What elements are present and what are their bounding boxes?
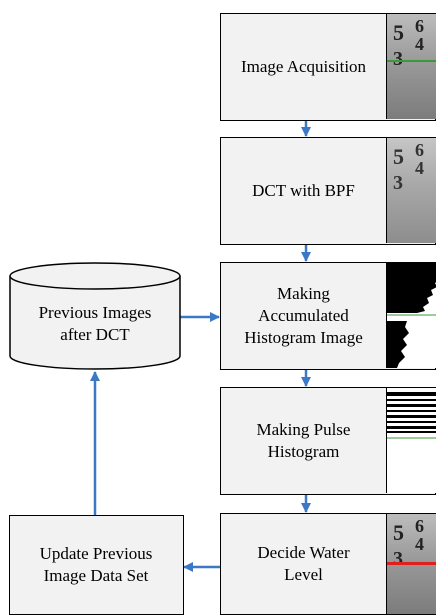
gauge-digit: 4 bbox=[415, 534, 424, 554]
step-label: Decide Water Level bbox=[257, 543, 350, 584]
step-label: DCT with BPF bbox=[252, 180, 355, 200]
step-label: Making Accumulated Histogram Image bbox=[244, 283, 363, 347]
pulse-image bbox=[386, 388, 436, 493]
gauge-digit: 3 bbox=[393, 48, 403, 70]
gauge-digit: 3 bbox=[393, 548, 403, 570]
staff-gauge-photo: 5 6 4 3 bbox=[386, 14, 436, 119]
histogram-image bbox=[386, 263, 436, 368]
gauge-digit: 6 bbox=[415, 140, 424, 160]
database-cylinder bbox=[9, 262, 181, 370]
gauge-digit: 6 bbox=[415, 516, 424, 536]
pulse-bars-graphic bbox=[387, 392, 436, 439]
step-dct-bpf: DCT with BPF 5 6 4 3 bbox=[220, 137, 436, 245]
step-label: Update Previous Image Data Set bbox=[39, 543, 153, 585]
histogram-bars-graphic bbox=[387, 263, 436, 368]
gauge-digit: 4 bbox=[415, 34, 424, 54]
step-accumulated-histogram: Making Accumulated Histogram Image bbox=[220, 262, 436, 370]
gauge-digit: 5 bbox=[393, 144, 404, 169]
gauge-digit: 6 bbox=[415, 16, 424, 36]
step-label: Image Acquisition bbox=[240, 56, 367, 76]
step-pulse-histogram: Making Pulse Histogram bbox=[220, 387, 436, 495]
store-label: Previous Images after DCT bbox=[38, 303, 152, 344]
step-label: Making Pulse Histogram bbox=[256, 419, 351, 461]
step-image-acquisition: Image Acquisition 5 6 4 3 bbox=[220, 13, 436, 121]
water-level-line bbox=[387, 562, 436, 565]
water-level-photo: 5 6 4 3 bbox=[386, 514, 436, 614]
green-reference-line bbox=[387, 60, 436, 62]
dct-filtered-photo: 5 6 4 3 bbox=[386, 138, 436, 243]
step-decide-water-level: Decide Water Level 5 6 4 3 bbox=[220, 513, 436, 615]
gauge-digit: 3 bbox=[393, 172, 403, 194]
gauge-digit: 5 bbox=[393, 520, 404, 545]
gauge-digit: 4 bbox=[415, 158, 424, 178]
step-update-data-set: Update Previous Image Data Set bbox=[9, 515, 184, 615]
gauge-digit: 5 bbox=[393, 20, 404, 45]
